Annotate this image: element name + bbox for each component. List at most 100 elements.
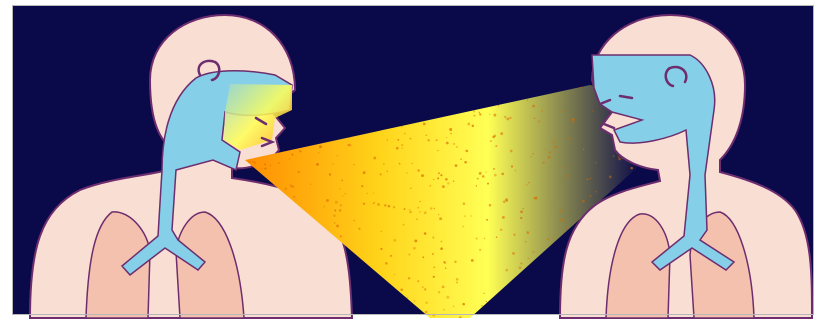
droplet-particle <box>465 150 468 153</box>
droplet-particle <box>380 173 382 175</box>
droplet-particle <box>427 139 430 142</box>
droplet-particle <box>489 204 492 207</box>
droplet-particle <box>523 208 524 209</box>
droplet-particle <box>381 231 382 232</box>
droplet-particle <box>462 303 465 306</box>
droplet-particle <box>404 208 406 210</box>
droplet-particle <box>383 163 384 164</box>
droplet-particle <box>609 176 612 179</box>
droplet-particle <box>528 182 530 184</box>
droplet-particle <box>438 214 439 215</box>
droplet-particle <box>472 125 474 127</box>
droplet-particle <box>532 153 534 155</box>
droplet-particle <box>613 155 615 157</box>
droplet-particle <box>493 168 495 170</box>
droplet-particle <box>361 185 363 187</box>
droplet-particle <box>501 173 504 176</box>
droplet-particle <box>453 180 454 181</box>
droplet-particle <box>572 122 574 124</box>
droplet-particle <box>412 163 413 164</box>
droplet-particle <box>399 163 401 165</box>
droplet-particle <box>380 248 382 250</box>
droplet-particle <box>393 206 395 208</box>
droplet-particle <box>491 317 494 320</box>
droplet-particle <box>334 222 335 223</box>
droplet-particle <box>587 178 589 180</box>
droplet-particle <box>477 178 479 180</box>
droplet-particle <box>511 165 513 167</box>
droplet-particle <box>334 209 336 211</box>
droplet-particle <box>432 253 434 255</box>
droplet-particle <box>432 236 434 238</box>
droplet-particle <box>506 200 508 202</box>
droplet-particle <box>479 249 481 251</box>
droplet-particle <box>390 255 392 257</box>
droplet-particle <box>494 174 497 177</box>
droplet-particle <box>377 203 380 206</box>
droplet-particle <box>478 112 480 114</box>
droplet-particle <box>402 148 403 149</box>
droplet-particle <box>248 160 250 162</box>
droplet-particle <box>562 167 563 168</box>
droplet-particle <box>520 262 522 264</box>
droplet-particle <box>333 215 335 217</box>
droplet-particle <box>527 99 528 100</box>
droplet-particle <box>582 200 585 203</box>
droplet-particle <box>422 286 424 288</box>
droplet-particle <box>418 169 420 171</box>
droplet-particle <box>385 262 388 265</box>
droplet-particle <box>532 251 534 253</box>
droplet-particle <box>479 172 482 175</box>
droplet-particle <box>340 235 342 237</box>
droplet-particle <box>373 203 374 204</box>
droplet-particle <box>440 174 442 176</box>
droplet-particle <box>433 266 435 268</box>
droplet-particle <box>424 211 427 214</box>
droplet-particle <box>299 150 301 152</box>
droplet-particle <box>289 158 290 159</box>
droplet-particle <box>455 164 458 167</box>
droplet-particle <box>408 254 410 256</box>
droplet-particle <box>551 207 552 208</box>
droplet-particle <box>454 261 456 263</box>
droplet-particle <box>503 200 506 203</box>
droplet-particle <box>554 146 556 148</box>
droplet-particle <box>437 150 438 151</box>
droplet-particle <box>386 139 388 141</box>
droplet-particle <box>562 111 564 113</box>
droplet-particle <box>520 210 523 213</box>
droplet-particle <box>493 134 496 137</box>
droplet-particle <box>542 162 544 164</box>
droplet-particle <box>417 280 419 282</box>
droplet-particle <box>447 182 449 184</box>
droplet-particle <box>373 192 374 193</box>
droplet-particle <box>269 165 271 167</box>
droplet-particle <box>445 267 446 268</box>
droplet-particle <box>444 262 446 264</box>
droplet-particle <box>430 207 432 209</box>
droplet-particle <box>548 156 550 158</box>
droplet-particle <box>500 132 503 135</box>
droplet-particle <box>471 259 474 262</box>
droplet-particle <box>589 195 591 197</box>
droplet-particle <box>424 288 426 290</box>
droplet-particle <box>525 241 526 242</box>
droplet-particle <box>445 178 448 181</box>
droplet-particle <box>473 115 475 117</box>
droplet-particle <box>489 114 490 115</box>
droplet-particle <box>443 309 444 310</box>
droplet-particle <box>532 105 535 108</box>
droplet-particle <box>519 266 522 269</box>
droplet-particle <box>561 178 562 179</box>
droplet-particle <box>456 282 458 284</box>
droplet-particle <box>470 215 471 216</box>
droplet-particle <box>464 215 465 216</box>
droplet-particle <box>394 274 395 275</box>
droplet-particle <box>456 146 458 148</box>
droplet-particle <box>290 185 292 187</box>
droplet-particle <box>463 202 466 205</box>
droplet-particle <box>353 220 354 221</box>
droplet-particle <box>531 156 532 157</box>
droplet-particle <box>417 207 419 209</box>
